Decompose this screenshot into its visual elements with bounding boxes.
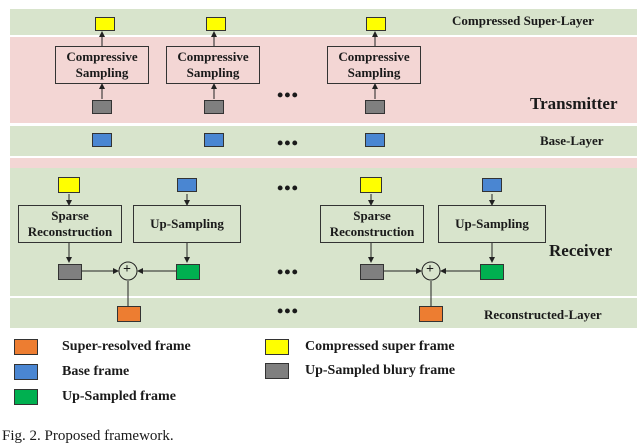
up-sampling-block-1: Up-Sampling (133, 205, 241, 243)
reconstructed-layer-band (10, 298, 637, 328)
upsampled-blury-frame-tx-1 (92, 100, 112, 114)
legend-label: Up-Sampled frame (62, 389, 176, 404)
transmitter-label: Transmitter (530, 94, 618, 113)
compressed-super-layer-label: Compressed Super-Layer (452, 13, 594, 28)
receiver-compressed-frame-2 (360, 177, 382, 193)
base-frame-2 (204, 133, 224, 147)
ellipsis-receiver-top: ••• (277, 178, 299, 198)
compressive-sampling-block-2: Compressive Sampling (166, 46, 260, 84)
upsampled-blury-frame-rx-2 (360, 264, 384, 280)
ellipsis-reconstructed: ••• (277, 301, 299, 321)
super-resolved-frame-1 (117, 306, 141, 322)
separator-band (10, 158, 637, 168)
compressive-sampling-block-1: Compressive Sampling (55, 46, 149, 84)
ellipsis-base-layer: ••• (277, 133, 299, 153)
upsampled-frame-rx-2 (480, 264, 504, 280)
sum-node-2-plus: + (426, 262, 434, 277)
receiver-base-frame-1 (177, 178, 197, 192)
legend-item-upsampled: Up-Sampled frame (14, 389, 176, 405)
legend-swatch-green (14, 389, 38, 405)
legend-swatch-grey (265, 363, 289, 379)
super-resolved-frame-2 (419, 306, 443, 322)
receiver-label: Receiver (549, 241, 613, 260)
upsampled-frame-rx-1 (176, 264, 200, 280)
legend-label: Super-resolved frame (62, 339, 191, 354)
legend-label: Compressed super frame (305, 339, 455, 354)
legend-item-upsampled-blury: Up-Sampled blury frame (265, 363, 455, 379)
sparse-reconstruction-block-1: Sparse Reconstruction (18, 205, 122, 243)
up-sampling-block-2: Up-Sampling (438, 205, 546, 243)
base-frame-1 (92, 133, 112, 147)
legend-item-compressed-super: Compressed super frame (265, 339, 455, 355)
receiver-compressed-frame-1 (58, 177, 80, 193)
ellipsis-transmitter: ••• (277, 85, 299, 105)
sparse-reconstruction-block-2: Sparse Reconstruction (320, 205, 424, 243)
legend-swatch-yellow (265, 339, 289, 355)
legend-swatch-blue (14, 364, 38, 380)
legend-label: Base frame (62, 364, 130, 379)
compressed-super-frame-1 (95, 17, 115, 31)
compressed-super-frame-2 (206, 17, 226, 31)
receiver-base-frame-2 (482, 178, 502, 192)
ellipsis-receiver-bottom: ••• (277, 262, 299, 282)
legend-swatch-orange (14, 339, 38, 355)
base-layer-band (10, 126, 637, 156)
compressed-super-frame-3 (366, 17, 386, 31)
reconstructed-layer-label: Reconstructed-Layer (484, 307, 602, 322)
compressive-sampling-block-3: Compressive Sampling (327, 46, 421, 84)
upsampled-blury-frame-tx-2 (204, 100, 224, 114)
upsampled-blury-frame-tx-3 (365, 100, 385, 114)
legend-item-super-resolved: Super-resolved frame (14, 339, 191, 355)
legend-label: Up-Sampled blury frame (305, 363, 456, 378)
legend-item-base: Base frame (14, 364, 129, 380)
upsampled-blury-frame-rx-1 (58, 264, 82, 280)
sum-node-1-plus: + (123, 262, 131, 277)
base-layer-label: Base-Layer (540, 133, 604, 148)
base-frame-3 (365, 133, 385, 147)
figure-caption: Fig. 2. Proposed framework. (2, 428, 174, 444)
